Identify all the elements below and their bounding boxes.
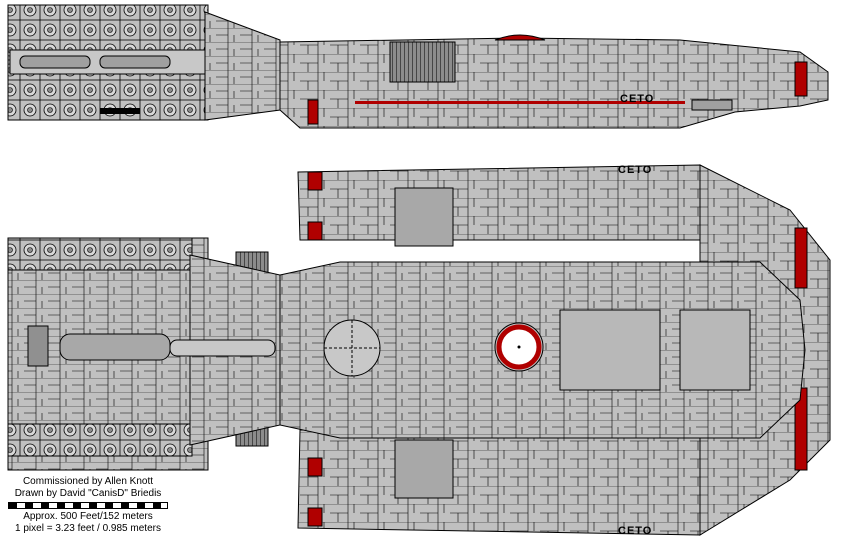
credit-scale: 1 pixel = 3.23 feet / 0.985 meters bbox=[15, 523, 161, 534]
top-engine-nozzles-lower bbox=[7, 423, 193, 457]
side-engine-vent bbox=[100, 108, 140, 114]
top-red-bow-upper bbox=[794, 227, 808, 289]
top-engine-nozzles-upper bbox=[7, 237, 193, 271]
top-red-upper-2 bbox=[307, 221, 323, 241]
top-hull-label-upper: CETO bbox=[618, 164, 652, 176]
side-red-marker-rear bbox=[307, 99, 319, 125]
top-red-lower-1 bbox=[307, 457, 323, 477]
top-pod-lower-bay bbox=[394, 439, 454, 499]
top-engine-intake bbox=[27, 325, 49, 367]
top-engine-core bbox=[59, 333, 171, 361]
side-red-dome bbox=[494, 34, 546, 41]
top-hull-label-lower: CETO bbox=[618, 525, 652, 537]
credit-drawn: Drawn by David "CanisD" Briedis bbox=[14, 488, 162, 499]
credits-block: Commissioned by Allen Knott Drawn by Dav… bbox=[8, 476, 168, 535]
top-pod-upper-bay bbox=[394, 187, 454, 247]
top-red-upper-1 bbox=[307, 171, 323, 191]
top-flight-pod-upper bbox=[297, 164, 741, 241]
side-neck bbox=[204, 11, 281, 121]
top-red-lower-2 bbox=[307, 507, 323, 527]
side-engine-pod-right bbox=[99, 55, 171, 69]
side-hangar-grill bbox=[389, 41, 456, 83]
credit-commissioned: Commissioned by Allen Knott bbox=[22, 476, 154, 487]
top-bridge-block bbox=[679, 309, 751, 391]
credit-approx-size: Approx. 500 Feet/152 meters bbox=[23, 511, 153, 522]
top-engine-tube bbox=[169, 339, 276, 357]
side-engine-pod-left bbox=[19, 55, 91, 69]
side-view: CETO bbox=[7, 4, 829, 129]
side-sensor-block bbox=[691, 99, 733, 111]
side-red-marker-bow bbox=[794, 61, 808, 97]
side-main-hull bbox=[279, 37, 829, 129]
top-command-block bbox=[559, 309, 661, 391]
side-hull-label: CETO bbox=[620, 93, 654, 105]
top-view: CETO CETO bbox=[7, 164, 831, 537]
scale-bar bbox=[8, 502, 168, 509]
top-flight-pod-lower bbox=[297, 429, 741, 536]
side-red-stripe bbox=[355, 101, 685, 104]
